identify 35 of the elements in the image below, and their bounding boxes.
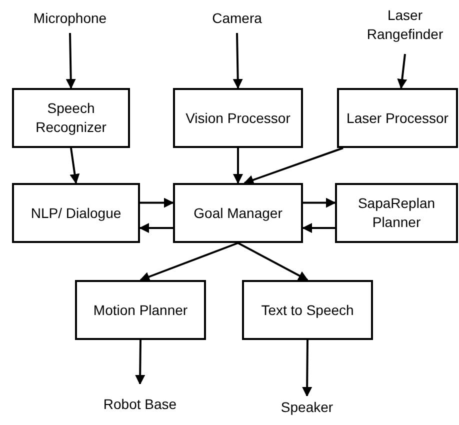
io-label: Robot Base: [103, 395, 177, 414]
io-label: Speaker: [280, 398, 334, 416]
process-box: [12, 183, 140, 243]
arrow: [302, 223, 335, 233]
arrow: [70, 148, 80, 184]
io-label: Microphone: [33, 8, 107, 28]
process-box: [242, 280, 373, 340]
process-box: [337, 88, 458, 148]
box-label: Laser Processor: [346, 108, 448, 128]
box-label: Vision Processor: [186, 108, 290, 128]
arrow: [140, 198, 174, 208]
io-label: Laser Rangefinder: [366, 6, 444, 44]
arrow: [135, 340, 146, 385]
process-box: [12, 88, 130, 148]
process-box: [335, 183, 458, 243]
box-label: NLP/ Dialogue: [30, 204, 122, 222]
process-box: [173, 88, 303, 148]
process-box: [173, 183, 303, 243]
process-box: [75, 280, 206, 340]
arrow: [303, 198, 336, 208]
arrow: [397, 54, 408, 89]
io-label: Camera: [212, 8, 262, 28]
box-label: SapaReplan Planner: [356, 194, 436, 232]
arrow: [139, 223, 173, 233]
arrow: [140, 242, 238, 282]
arrow: [232, 32, 243, 89]
box-label: Goal Manager: [194, 204, 282, 222]
arrow: [302, 340, 312, 397]
box-label: Text to Speech: [261, 300, 354, 320]
arrow: [238, 242, 308, 281]
arrow: [244, 147, 344, 185]
box-label: Motion Planner: [93, 300, 188, 320]
arrow: [66, 32, 76, 89]
box-label: Speech Recognizer: [34, 99, 108, 137]
arrow: [233, 148, 243, 184]
